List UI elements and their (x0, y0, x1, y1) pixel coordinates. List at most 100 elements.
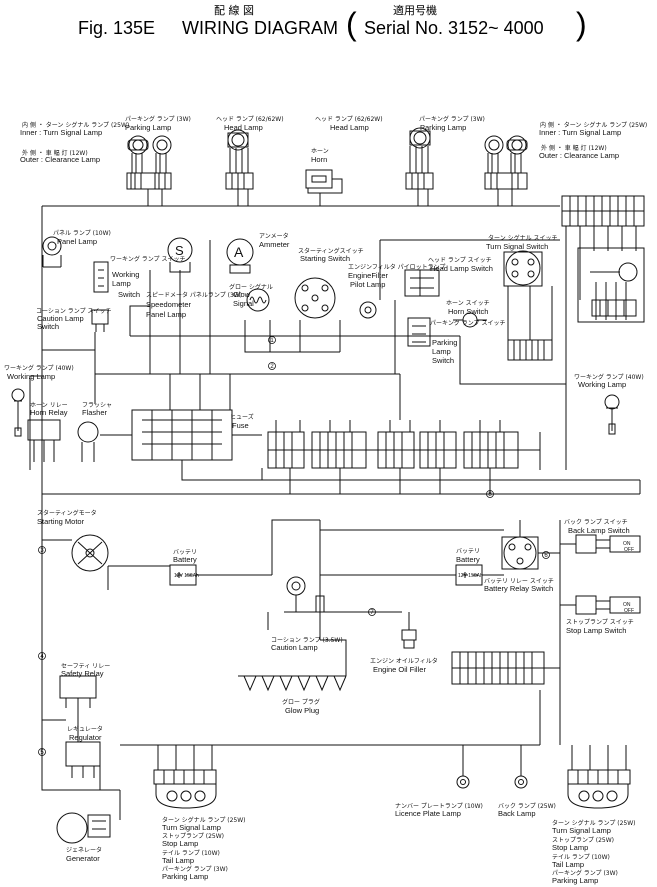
inner-turn-right-label: Inner : Turn Signal Lamp (539, 128, 622, 137)
front-right-turn-lamp (506, 135, 528, 155)
engine-filter-label-1: EngineFilter (348, 271, 389, 280)
engine-oil-filler (401, 629, 417, 649)
fuse-label: Fuse (232, 421, 249, 430)
starting-switch (294, 277, 336, 319)
speedometer-label-1: Speedometer (146, 300, 192, 309)
turn-signal-switch-inset (577, 247, 645, 323)
head-lamp-switch (404, 269, 440, 297)
right-tail-jp: テイル ランプ (10W) (552, 854, 610, 861)
glow-signal-label-2: Signal (233, 299, 254, 308)
head-lamp-switch-label: Head Lamp Switch (430, 264, 493, 273)
working-lamp-switch-label-1: Working (112, 270, 140, 279)
engine-oil-filler-jp: エンジン オイルフィルタ (370, 658, 438, 665)
jp-applicable-label: 適用号機 (393, 4, 437, 17)
horn-jp: ホーン (311, 148, 329, 155)
serial-open-paren: ( (346, 6, 357, 42)
regulator-jp: レギュレータ (67, 726, 103, 733)
back-lamp-switch-label: Back Lamp Switch (568, 526, 630, 535)
route-marker-6-label: 6 (544, 553, 548, 559)
rear-left-combination-lamp (155, 784, 217, 809)
speedometer-symbol: S (175, 243, 184, 258)
starting-motor (71, 534, 109, 572)
front-right-parking-lamp (484, 135, 504, 155)
caution-switch-label-2: Switch (37, 322, 60, 331)
route-marker-6 (542, 551, 550, 559)
left-parking-jp: パーキング ランプ (3W) (162, 866, 228, 873)
rear-right-connector (567, 769, 631, 785)
front-left-parking-lamp (152, 135, 172, 155)
route-marker-5-label: 5 (40, 750, 44, 756)
left-parking-label: Parking Lamp (162, 872, 209, 881)
ammeter (226, 238, 254, 274)
outer-clearance-right-jp: 外 側 ・ 車 幅 灯 (12W) (541, 145, 607, 152)
route-marker-3-label: 3 (40, 548, 44, 554)
battery-right-jp: バッテリ (456, 548, 481, 555)
panel-lamp-label: Panel Lamp (57, 237, 98, 246)
head-right-label: Head Lamp (330, 123, 369, 132)
caution-lamp (284, 576, 320, 613)
horn-relay (27, 419, 61, 462)
rear-right-combination-lamp (567, 784, 629, 809)
stop-switch-off: OFF (624, 608, 634, 614)
working-lamp-left (11, 388, 25, 437)
working-lamp-switch (93, 261, 109, 293)
battery-right-label: Battery (456, 555, 480, 564)
horn-relay-label: Horn Relay (30, 408, 68, 417)
parking-left-label: Parking Lamp (125, 123, 172, 132)
parking-left-jp: パーキング ランプ (3W) (125, 116, 191, 123)
back-lamp-label: Back Lamp (498, 809, 536, 818)
right-stop-jp: ストップランプ (25W) (552, 837, 614, 844)
panel-lamp (42, 236, 62, 268)
stop-switch-on: ON (623, 602, 631, 608)
route-marker-8 (486, 490, 494, 498)
head-right-jp: ヘッド ランプ (62/62W) (315, 116, 383, 123)
starting-motor-jp: スターティングモータ (37, 510, 97, 517)
route-marker-7 (368, 608, 376, 616)
back-lamp-jp: バック ランプ (25W) (498, 803, 556, 810)
left-turn-jp: ターン シグナル ランプ (25W) (162, 817, 246, 824)
route-marker-4-label: 4 (40, 654, 44, 660)
panel-lamp-jp: パネル ランプ (10W) (53, 230, 111, 237)
parking-right-jp: パーキング ランプ (3W) (419, 116, 485, 123)
serial-close-paren: ) (576, 6, 587, 42)
flasher-label: Flasher (82, 408, 108, 417)
right-parking-label: Parking Lamp (552, 876, 599, 885)
front-right-head-lamp (409, 127, 431, 149)
flasher-jp: フラッシャ (82, 402, 113, 409)
working-lamp-left-jp: ワーキング ランプ (40W) (4, 365, 74, 372)
front-left-head-lamp (227, 129, 249, 151)
right-turn-jp: ターン シグナル ランプ (25W) (552, 820, 636, 827)
diagram-title: WIRING DIAGRAM (182, 18, 338, 38)
inner-turn-right-jp: 内 側 ・ ターン シグナル ランプ (25W) (540, 122, 648, 129)
right-stop-label: Stop Lamp (552, 843, 589, 852)
right-parking-jp: パーキング ランプ (3W) (552, 870, 618, 877)
engine-filter-pilot-lamp (359, 301, 377, 319)
head-right-connector (405, 172, 434, 190)
right-tail-label: Tail Lamp (552, 860, 585, 869)
engine-oil-filler-label: Engine Oil Filler (373, 665, 426, 674)
route-marker-2 (268, 362, 276, 370)
glow-signal-label-1: Glow (233, 290, 251, 299)
working-lamp-switch-jp: ワーキング ランプ スイッチ (110, 256, 186, 263)
speedometer-jp: スピードメータ パネルランプ (3W) (146, 292, 243, 299)
licence-plate-jp: ナンバー プレートランプ (10W) (395, 803, 483, 810)
working-lamp-switch-label-3: Switch (118, 290, 141, 299)
battery-right-rating: 12V 150Ah (458, 573, 483, 579)
route-marker-2-label: 2 (270, 364, 274, 370)
route-marker-1-label: 1 (270, 338, 274, 344)
route-marker-3 (38, 546, 46, 554)
fuse-block (131, 409, 233, 461)
working-lamp-switch-label-2: Lamp (112, 279, 131, 288)
stop-lamp-switch-jp: ストップランプ スイッチ (566, 619, 634, 626)
horn-relay-jp: ホーン リレー (30, 402, 68, 409)
front-left-turn-lamp (127, 135, 149, 155)
route-marker-1 (268, 336, 276, 344)
turn-signal-switch (503, 250, 543, 287)
outer-clearance-left-label: Outer : Clearance Lamp (20, 155, 101, 164)
working-lamp-right-label: Working Lamp (578, 380, 627, 389)
left-turn-label: Turn Signal Lamp (162, 823, 221, 832)
jp-heading: 配 線 図 (214, 4, 254, 17)
licence-plate-label: Licence Plate Lamp (395, 809, 461, 818)
starting-switch-jp: スターティングスイッチ (298, 248, 364, 255)
route-marker-5 (38, 748, 46, 756)
